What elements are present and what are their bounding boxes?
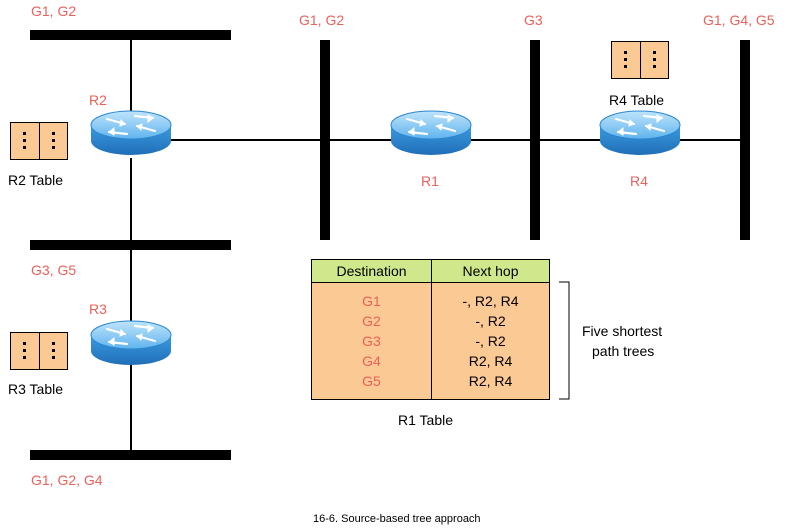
buses	[30, 30, 750, 460]
figure-caption: 16-6. Source-based tree approach	[313, 513, 481, 525]
r1-table-header: Destination Next hop	[311, 259, 550, 283]
table-row: G1 -, R2, R4	[311, 282, 550, 311]
bus-vertical-g1g2	[320, 40, 330, 240]
bus-mid-left	[30, 240, 231, 250]
annotation-line-1: Five shortest	[582, 323, 663, 339]
router-label-r3: R3	[89, 301, 107, 317]
router-r2-icon	[89, 109, 173, 157]
destination-cell: G3	[311, 331, 432, 351]
group-label-top-g3: G3	[524, 12, 543, 28]
table-row: G2 -, R2	[311, 311, 550, 331]
r4-table-icon	[611, 41, 669, 79]
destination-cell: G4	[311, 351, 432, 371]
table-row: G3 -, R2	[311, 331, 550, 351]
r1-routing-table: Destination Next hop G1 -, R2, R4 G2 -, …	[311, 259, 550, 400]
table-row: G4 R2, R4	[311, 351, 550, 371]
router-r1-icon	[389, 109, 473, 157]
header-next-hop: Next hop	[431, 259, 550, 283]
group-label-top-left: G1, G2	[31, 3, 77, 19]
router-r3-icon	[89, 319, 173, 367]
bus-vertical-g1g4g5	[740, 40, 750, 240]
header-destination: Destination	[311, 259, 432, 283]
table-row: G5 R2, R4	[311, 371, 550, 400]
group-label-bottom-left: G1, G2, G4	[31, 472, 103, 488]
router-label-r4: R4	[630, 173, 648, 189]
next-hop-cell: -, R2	[431, 331, 550, 351]
destination-cell: G5	[311, 371, 432, 400]
next-hop-cell: -, R2, R4	[431, 282, 550, 311]
router-label-r1: R1	[421, 173, 439, 189]
bus-bottom-left	[30, 450, 231, 460]
router-r4-icon	[598, 109, 682, 157]
group-label-top-right: G1, G4, G5	[703, 12, 775, 28]
r2-table-icon	[10, 122, 68, 160]
r1-table-label: R1 Table	[398, 412, 454, 428]
group-label-mid-left: G3, G5	[31, 262, 77, 278]
group-label-top-mid: G1, G2	[299, 12, 345, 28]
bus-top-left	[30, 30, 231, 40]
r3-table-label: R3 Table	[8, 381, 64, 397]
destination-cell: G2	[311, 311, 432, 331]
annotation-bracket	[559, 281, 570, 400]
r3-table-icon	[10, 332, 68, 370]
next-hop-cell: R2, R4	[431, 351, 550, 371]
router-label-r2: R2	[89, 92, 107, 108]
next-hop-cell: -, R2	[431, 311, 550, 331]
destination-cell: G1	[311, 282, 432, 311]
annotation-line-2: path trees	[592, 343, 655, 359]
next-hop-cell: R2, R4	[431, 371, 550, 400]
r2-table-label: R2 Table	[8, 172, 64, 188]
r4-table-label: R4 Table	[609, 92, 665, 108]
bus-vertical-g3	[530, 40, 540, 240]
